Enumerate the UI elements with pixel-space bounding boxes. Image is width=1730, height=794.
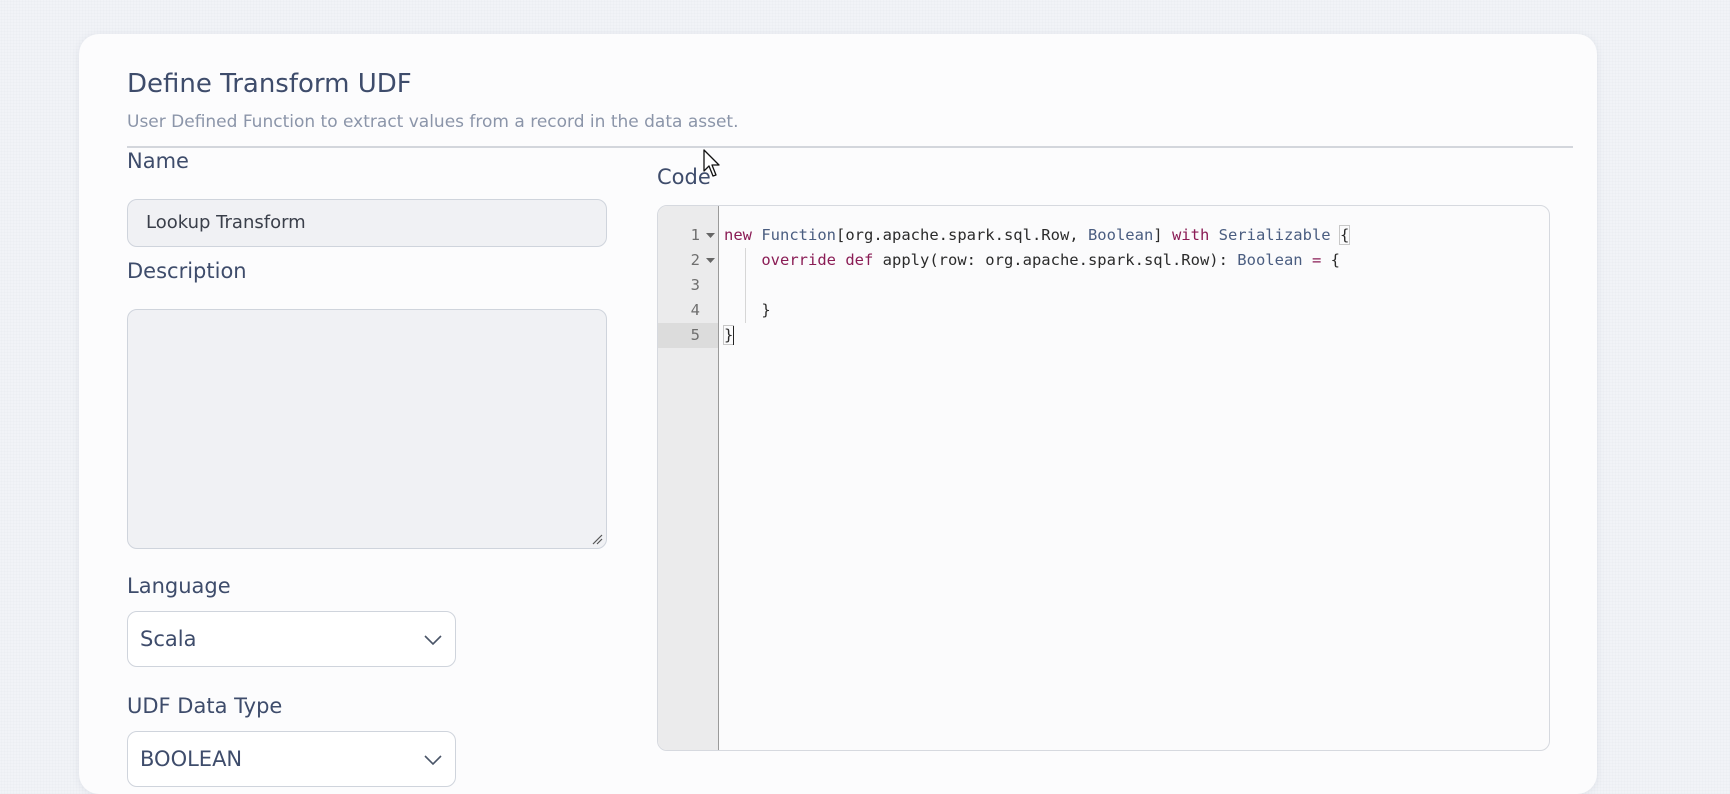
code-token: Serializable (1218, 226, 1331, 244)
line-number: 3 (690, 276, 700, 294)
code-token: { (1330, 251, 1340, 269)
description-textarea[interactable] (127, 309, 607, 549)
line-number: 2 (690, 251, 700, 269)
page-title: Define Transform UDF (127, 69, 412, 99)
line-number: 1 (690, 226, 700, 244)
resize-handle-icon[interactable] (591, 533, 603, 545)
header-divider (127, 146, 1573, 148)
chevron-down-icon (424, 635, 442, 646)
code-token: apply(row: org.apache.spark.sql.Row): (873, 251, 1238, 269)
gutter-row: 1 (658, 223, 718, 248)
gutter-row: 3 (658, 273, 718, 298)
udf-form-card: Define Transform UDF User Defined Functi… (79, 34, 1597, 794)
code-token: ] (1153, 226, 1172, 244)
chevron-down-icon (424, 755, 442, 766)
line-number: 4 (690, 301, 700, 319)
code-line: } (724, 298, 771, 323)
code-token: Boolean (1237, 251, 1303, 269)
code-token: Function (761, 226, 836, 244)
code-token: with (1171, 226, 1210, 244)
udf-data-type-selected-value: BOOLEAN (140, 747, 243, 771)
editor-gutter: 1 2 3 4 5 (658, 206, 719, 750)
code-token-matched-bracket: { (1338, 225, 1351, 245)
line-number: 5 (690, 326, 700, 344)
gutter-row: 4 (658, 298, 718, 323)
code-label: Code (657, 165, 711, 189)
code-editor[interactable]: 1 2 3 4 5 new Function[org.apache.spark.… (657, 205, 1550, 751)
mouse-pointer-icon (703, 149, 720, 177)
fold-arrow-icon[interactable] (706, 231, 715, 240)
text-cursor (733, 326, 734, 345)
name-input[interactable]: Lookup Transform (127, 199, 607, 247)
gutter-row: 2 (658, 248, 718, 273)
page-subtitle: User Defined Function to extract values … (127, 112, 739, 132)
udf-data-type-select[interactable]: BOOLEAN (127, 731, 456, 787)
gutter-row-active: 5 (658, 323, 718, 348)
language-label: Language (127, 574, 231, 598)
fold-arrow-icon[interactable] (706, 256, 715, 265)
udf-data-type-label: UDF Data Type (127, 694, 283, 718)
code-token: override (761, 251, 836, 269)
code-line: new Function[org.apache.spark.sql.Row, B… (724, 223, 1351, 248)
code-line: override def apply(row: org.apache.spark… (724, 248, 1340, 273)
code-token: Boolean (1087, 226, 1154, 244)
code-token: } (761, 301, 771, 319)
name-label: Name (127, 149, 189, 173)
indent-guide (745, 248, 746, 323)
code-token-matched-bracket: } (723, 325, 735, 345)
code-token: new (724, 226, 752, 244)
code-line: } (723, 323, 735, 348)
code-token: def (845, 251, 874, 269)
description-label: Description (127, 259, 247, 283)
code-token: = (1311, 251, 1322, 269)
language-selected-value: Scala (140, 627, 197, 651)
language-select[interactable]: Scala (127, 611, 456, 667)
code-token: [org.apache.spark.sql.Row, (836, 226, 1088, 244)
